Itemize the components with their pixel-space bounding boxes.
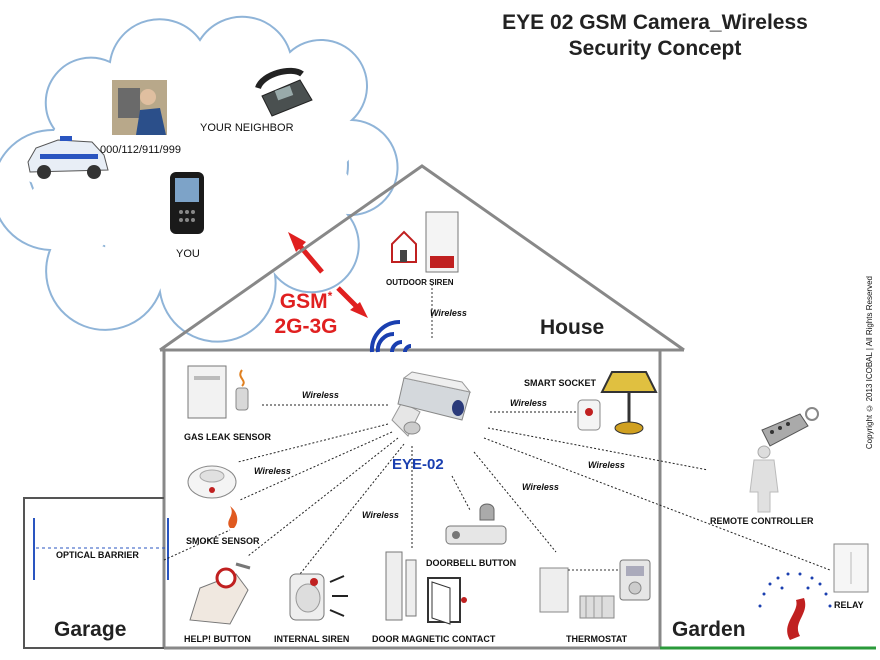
gsm-asterisk: *: [327, 289, 333, 303]
garage-label: Garage: [54, 618, 127, 641]
police-car-icon: [27, 136, 109, 179]
remote-controller-label: REMOTE CONTROLLER: [710, 516, 814, 526]
gsm-text: GSM: [279, 290, 328, 313]
wireless-label-smoke: Wireless: [254, 466, 291, 476]
door-magnetic-contact-label: DOOR MAGNETIC CONTACT: [372, 634, 496, 644]
optical-barrier-label: OPTICAL BARRIER: [56, 550, 139, 560]
smoke-sensor-label: SMOKE SENSOR: [186, 536, 260, 546]
internal-siren-label: INTERNAL SIREN: [274, 634, 350, 644]
garage-outline: [23, 497, 164, 649]
telephone-icon: [255, 67, 313, 117]
wireless-label-remote: Wireless: [588, 460, 625, 470]
wireless-label-internal: Wireless: [362, 510, 399, 520]
gsm-label: GSM* 2G-3G: [256, 284, 356, 339]
you-label: YOU: [176, 248, 200, 260]
neighbor-label: YOUR NEIGHBOR: [200, 122, 294, 134]
gas-leak-sensor-icon: [187, 365, 249, 419]
smart-socket-label: SMART SOCKET: [524, 378, 596, 388]
doorbell-button-label: DOORBELL BUTTON: [426, 558, 517, 568]
sprinkler-icon: [758, 572, 832, 640]
copyright-text: Copyright © 2013 ICOBAL | All Rights Res…: [865, 276, 874, 450]
remote-controller-icon: [749, 407, 819, 513]
wireless-label-thermostat: Wireless: [522, 482, 559, 492]
house-label: House: [540, 316, 605, 339]
wireless-label-siren: Wireless: [430, 308, 467, 318]
help-button-icon: [189, 562, 251, 625]
thermostat-label: THERMOSTAT: [566, 634, 628, 644]
internal-siren-icon: [289, 573, 348, 621]
wireless-label-socket: Wireless: [510, 398, 547, 408]
doorbell-button-icon: [445, 503, 507, 545]
outdoor-siren-label: OUTDOOR SIREN: [386, 278, 454, 287]
relay-label: RELAY: [834, 600, 864, 610]
wireless-label-gas: Wireless: [302, 390, 339, 400]
help-button-label: HELP! BUTTON: [184, 634, 251, 644]
diagram-title: EYE 02 GSM Camera_Wireless Security Conc…: [440, 10, 870, 62]
emergency-number-label: 000/112/911/999: [100, 144, 181, 156]
outdoor-siren-icon: [391, 211, 459, 273]
gas-leak-sensor-label: GAS LEAK SENSOR: [184, 432, 272, 442]
smart-socket-icon: [577, 371, 658, 435]
door-magnetic-contact-icon: [385, 551, 467, 625]
garden-label: Garden: [672, 618, 746, 641]
title-line-1: EYE 02 GSM Camera_Wireless: [502, 11, 808, 34]
connection-lines: [163, 404, 831, 575]
wireless-signal-icon: [369, 319, 412, 353]
camera-icon: [391, 371, 472, 437]
relay-icon: [833, 543, 869, 593]
mobile-phone-icon: [170, 172, 204, 234]
smoke-sensor-icon: [187, 465, 238, 528]
operator-icon: [112, 80, 167, 135]
eye-02-label: EYE-02: [392, 456, 444, 473]
title-line-2: Security Concept: [568, 37, 742, 60]
gsm-generation: 2G-3G: [274, 315, 338, 338]
thermostat-icon: [539, 559, 651, 619]
